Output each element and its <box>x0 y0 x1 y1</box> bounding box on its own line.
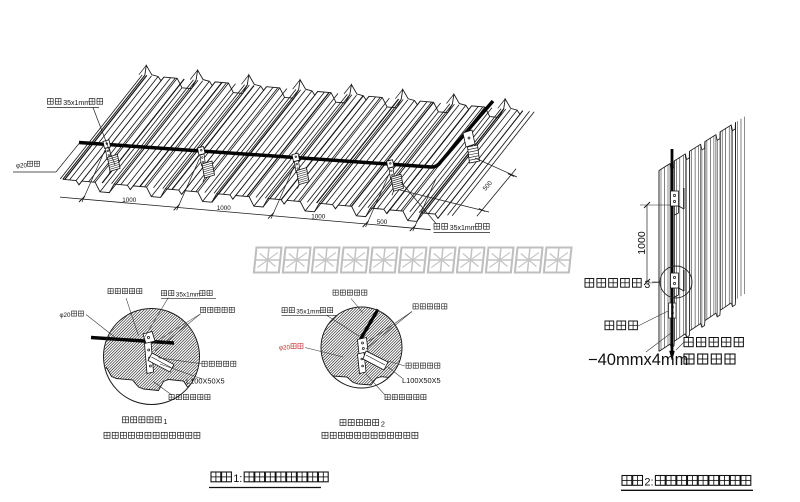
svg-text:φ20: φ20 <box>279 345 290 352</box>
svg-text:1000: 1000 <box>636 231 648 255</box>
svg-text:3: 3 <box>644 279 650 291</box>
svg-text:φ20: φ20 <box>60 312 71 319</box>
svg-text:L100X50X5: L100X50X5 <box>402 376 441 385</box>
svg-text:2: 2 <box>381 420 385 429</box>
svg-text:φ20: φ20 <box>16 163 27 170</box>
svg-text:L100X50X5: L100X50X5 <box>186 377 225 386</box>
svg-text:1:: 1: <box>233 473 242 485</box>
svg-text:2:: 2: <box>644 476 653 488</box>
svg-text:500: 500 <box>377 219 388 226</box>
svg-text:1000: 1000 <box>122 197 137 204</box>
svg-text:35x1mm: 35x1mm <box>450 225 477 232</box>
svg-text:35x1mm: 35x1mm <box>176 291 201 298</box>
svg-text:35x1mm: 35x1mm <box>63 100 90 107</box>
svg-text:1000: 1000 <box>311 213 326 220</box>
svg-text:−40mmx4mm: −40mmx4mm <box>588 351 688 369</box>
svg-text:35x1mm: 35x1mm <box>296 308 321 315</box>
svg-text:1000: 1000 <box>217 205 232 212</box>
svg-text:1: 1 <box>163 417 167 426</box>
